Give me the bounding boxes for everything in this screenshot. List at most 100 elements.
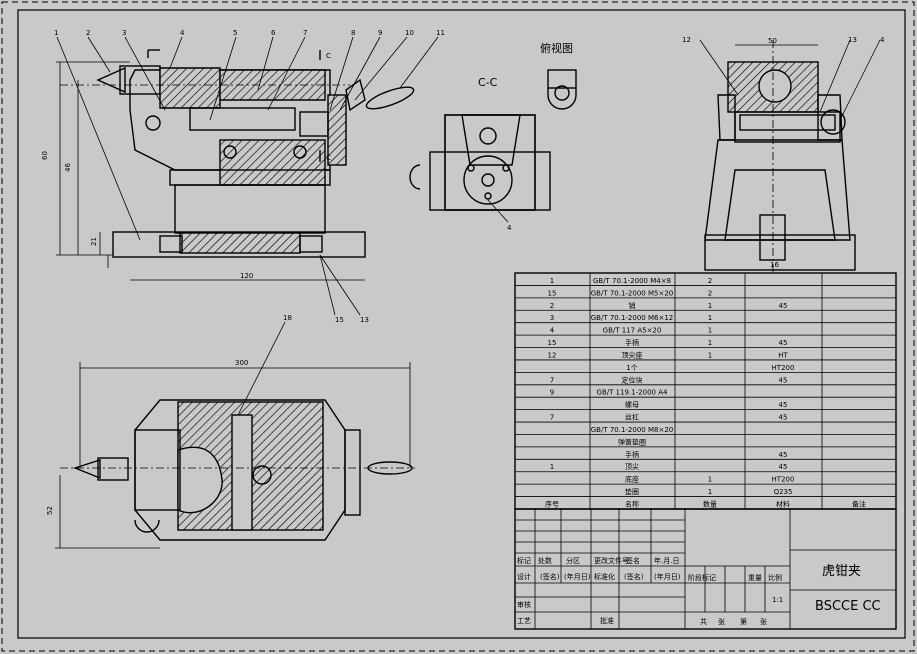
- bom-cell: 4: [550, 327, 555, 335]
- bom-cell: 15: [548, 339, 557, 347]
- tb-count: 处数: [538, 556, 552, 565]
- tb-process: 工艺: [517, 617, 531, 625]
- front-view-labels: 1 2 3 4 5 6 7 8 9 10 11 15 13 60 46 21 1…: [41, 29, 445, 324]
- bom-header-cell: 备注: [852, 500, 866, 509]
- bom-header-cell: 数量: [703, 500, 717, 509]
- dim-inner-height: 46: [64, 163, 72, 172]
- balloon-15: 4: [507, 224, 512, 232]
- bom-header-cell: 名称: [625, 500, 639, 509]
- bom-cell: 1: [708, 351, 712, 359]
- tb-standard-sign: (签名): [624, 572, 644, 581]
- bom-cell: 7: [550, 414, 554, 422]
- dim-side: 50: [768, 37, 777, 45]
- bom-cell: GB/T 117 A5×20: [603, 327, 662, 335]
- bom-cell: GB/T 70.1-2000 M4×8: [593, 277, 671, 285]
- tb-design-date: (年月日): [564, 572, 591, 581]
- bom-cell: 垫圈: [625, 487, 639, 496]
- bom-cell: 7: [550, 376, 554, 384]
- balloon-10: 10: [405, 29, 414, 37]
- bom-cell: GB/T 70.1-2000 M5×20: [591, 289, 674, 297]
- side-view: [699, 39, 881, 275]
- bom-cell: 45: [779, 401, 788, 409]
- bom-cell: 12: [548, 351, 557, 359]
- tb-review: 审核: [517, 600, 531, 609]
- tb-standard-date: (年月日): [654, 572, 681, 581]
- bom-cell: 1: [708, 339, 712, 347]
- balloon-13: 13: [848, 36, 857, 44]
- balloon-13b: 13: [360, 316, 369, 324]
- bom-header-cell: 材料: [776, 500, 790, 509]
- bom-cell: 2: [708, 289, 712, 297]
- bom-cell: 1: [708, 476, 712, 484]
- bom-cell: 45: [779, 376, 788, 384]
- section-c-c-labels: C-C 4 俯视图: [478, 41, 573, 232]
- bom-cell: 45: [779, 414, 788, 422]
- balloon-3: 3: [122, 29, 126, 37]
- bom-cell: 2: [550, 302, 554, 310]
- dim-side-bottom: 16: [770, 261, 779, 269]
- balloon-1: 1: [54, 29, 58, 37]
- bom-cell: Q235: [774, 488, 793, 496]
- drawing-number: BSCCE CC: [815, 599, 881, 614]
- balloon-5: 5: [233, 29, 237, 37]
- tb-sheets-unit: 张: [718, 617, 725, 626]
- dim-width: 120: [240, 272, 253, 280]
- bom-cell: 1: [708, 314, 712, 322]
- bom-cell: 定位块: [622, 375, 643, 384]
- balloon-4b: 4: [880, 36, 885, 44]
- balloon-18: 18: [283, 314, 292, 322]
- tb-date: 年.月.日: [654, 556, 679, 565]
- bom-header-cell: 序号: [545, 500, 559, 509]
- section-c-c-view: [409, 114, 551, 223]
- tb-stage: 阶段标记: [688, 573, 716, 582]
- bom-cell: 1: [708, 327, 712, 335]
- bom-cell: GB/T 119.1-2000 A4: [597, 389, 668, 397]
- balloon-11: 11: [436, 29, 445, 37]
- bom-cell: GB/T 70.1-2000 M6×12: [591, 314, 674, 322]
- tb-design-sign: (签名): [540, 572, 560, 581]
- section-label: C-C: [478, 76, 498, 89]
- bom-cell: 销: [629, 301, 636, 310]
- bom-cell: 底座: [625, 475, 639, 484]
- bom-cell: 1: [550, 463, 554, 471]
- balloon-9: 9: [378, 29, 382, 37]
- bom-cell: 1个: [626, 364, 637, 372]
- bom-cell: HT: [778, 351, 788, 359]
- detail-view: [547, 69, 577, 110]
- balloon-12: 12: [682, 36, 691, 44]
- section-mark-c-top: C: [326, 52, 331, 60]
- tb-sheets-total: 共: [700, 617, 707, 626]
- balloon-17: 15: [335, 316, 344, 324]
- bom-cell: 弹簧垫圈: [618, 437, 646, 446]
- bom-cell: 45: [779, 302, 788, 310]
- bill-of-materials: 1 GB/T 70.1-2000 M4×8 2 15 GB/T 70.1-2000 M5…: [514, 272, 897, 510]
- bom-cell: 9: [550, 389, 554, 397]
- bom-cell: 手柄: [625, 450, 639, 459]
- bom-cell: 2: [708, 277, 712, 285]
- view-label: 俯视图: [540, 41, 573, 55]
- tb-approve: 批准: [600, 616, 614, 625]
- bom-cell: 15: [548, 289, 557, 297]
- tb-design: 设计: [517, 572, 531, 581]
- bom-cell: 螺母: [625, 400, 639, 409]
- tb-zone: 分区: [566, 556, 580, 565]
- tb-sheet-unit: 张: [760, 617, 767, 626]
- dim-overall-height: 60: [41, 151, 49, 160]
- tb-mark: 标记: [517, 556, 531, 565]
- bom-cell: 45: [779, 463, 788, 471]
- bom-cell: 手柄: [625, 338, 639, 347]
- tb-scale-label: 比例: [768, 573, 782, 582]
- dim-base: 21: [90, 237, 98, 246]
- drawing-frame: [17, 9, 906, 639]
- section-mark-c-bottom: C: [326, 154, 331, 162]
- tb-scale-value: 1:1: [772, 596, 783, 604]
- tb-standard: 标准化: [594, 572, 615, 581]
- bom-cell: 3: [550, 314, 554, 322]
- balloon-4: 4: [180, 29, 185, 37]
- bom-cell: GB/T 70.1-2000 M8×20: [591, 426, 674, 434]
- front-view: [56, 36, 439, 316]
- drawing-title: 虎钳夹: [822, 564, 861, 579]
- bom-cell: HT200: [772, 364, 795, 372]
- tb-sign: 签名: [626, 556, 640, 565]
